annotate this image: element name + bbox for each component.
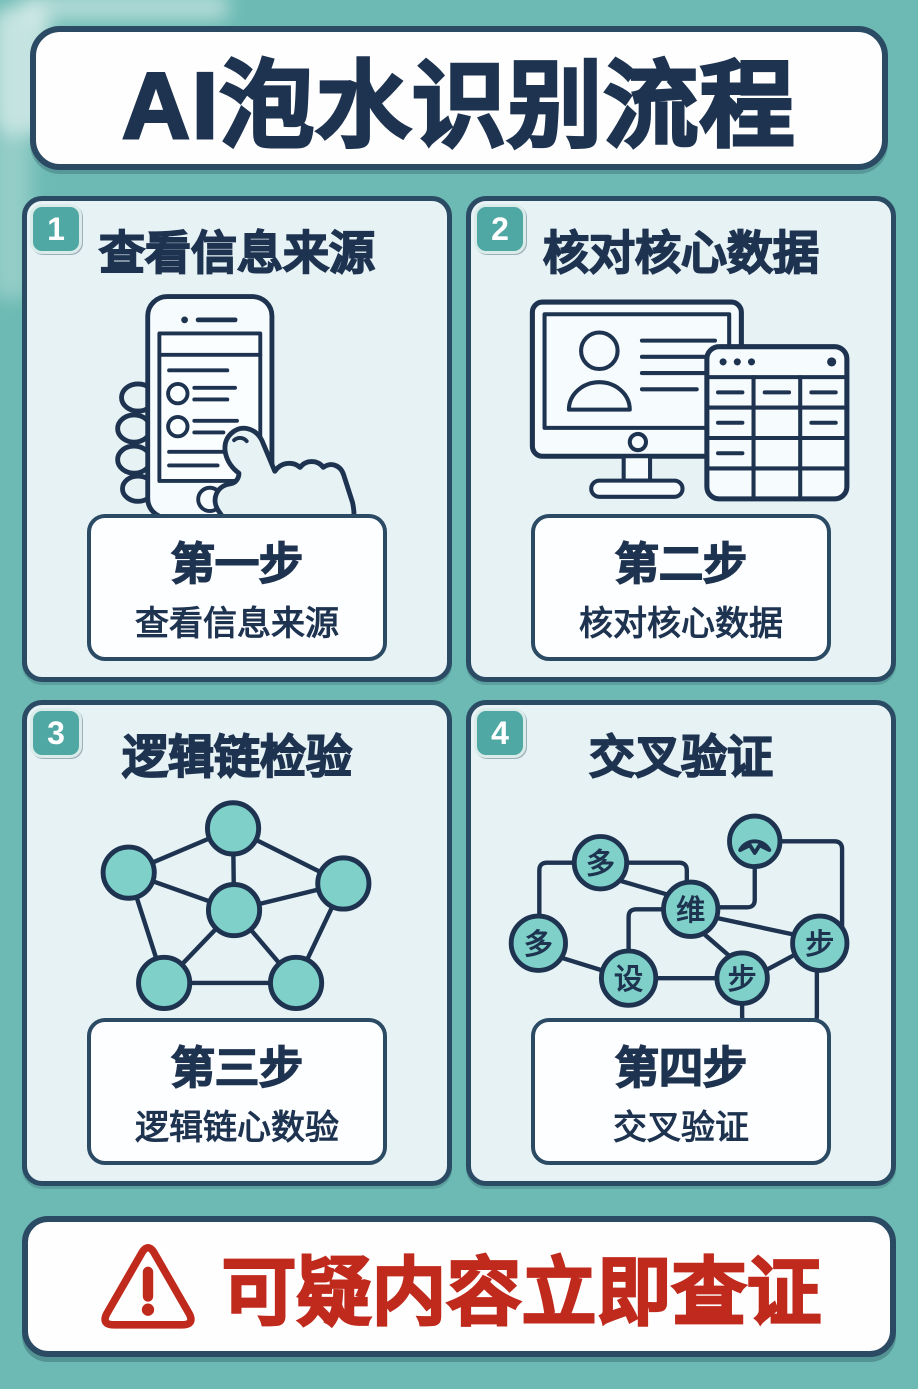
warning-text: 可疑内容立即查证 <box>221 1250 823 1336</box>
node-label: 步 <box>805 928 834 961</box>
step-card-2: 2 核对核心数据 第二步 核对核心数据 <box>466 196 896 682</box>
step-caption: 逻辑链心数验 <box>135 1109 339 1147</box>
step-card-4: 4 交叉验证 <box>466 700 896 1186</box>
step-number-badge: 1 <box>30 204 82 254</box>
warning-triangle-icon <box>96 1239 200 1335</box>
background-smudge <box>20 0 230 20</box>
warning-banner: 可疑内容立即查证 <box>22 1216 896 1357</box>
card-heading: 核对核心数据 <box>542 226 820 280</box>
monitor-and-table-icon <box>471 283 891 523</box>
step-caption: 查看信息来源 <box>135 605 339 643</box>
step-number-badge: 3 <box>30 708 82 758</box>
fan-icon <box>738 839 772 855</box>
step-card-3: 3 逻辑链检验 第三步 逻辑链心数验 <box>22 700 452 1186</box>
step-label: 第四步 <box>614 1043 748 1094</box>
step-label: 第一步 <box>170 539 304 590</box>
step-number-badge: 4 <box>474 708 526 758</box>
step-summary-box: 第二步 核对核心数据 <box>531 514 831 661</box>
step-number-badge: 2 <box>474 204 526 254</box>
node-label: 多 <box>524 928 553 961</box>
step-summary-box: 第四步 交叉验证 <box>531 1018 831 1165</box>
node-label: 步 <box>728 963 757 996</box>
step-label: 第二步 <box>614 539 748 590</box>
step-caption: 核对核心数据 <box>579 605 783 643</box>
card-heading: 逻辑链检验 <box>121 730 353 784</box>
step-summary-box: 第三步 逻辑链心数验 <box>87 1018 387 1165</box>
node-label: 维 <box>676 894 705 927</box>
flow-diagram-icon: 多 多 维 设 步 步 <box>471 787 891 1049</box>
title-banner: AI泡水识别流程 <box>30 26 888 170</box>
page-title: AI泡水识别流程 <box>120 52 796 160</box>
card-heading: 交叉验证 <box>588 730 774 784</box>
node-label: 设 <box>614 963 644 996</box>
step-label: 第三步 <box>170 1043 304 1094</box>
phone-in-hand-icon <box>27 283 447 545</box>
card-heading: 查看信息来源 <box>98 226 376 280</box>
step-caption: 交叉验证 <box>613 1109 749 1147</box>
node-label: 多 <box>586 847 615 880</box>
network-graph-icon <box>27 787 447 1043</box>
step-summary-box: 第一步 查看信息来源 <box>87 514 387 661</box>
step-card-1: 1 查看信息来源 第一步 查看信息来源 <box>22 196 452 682</box>
